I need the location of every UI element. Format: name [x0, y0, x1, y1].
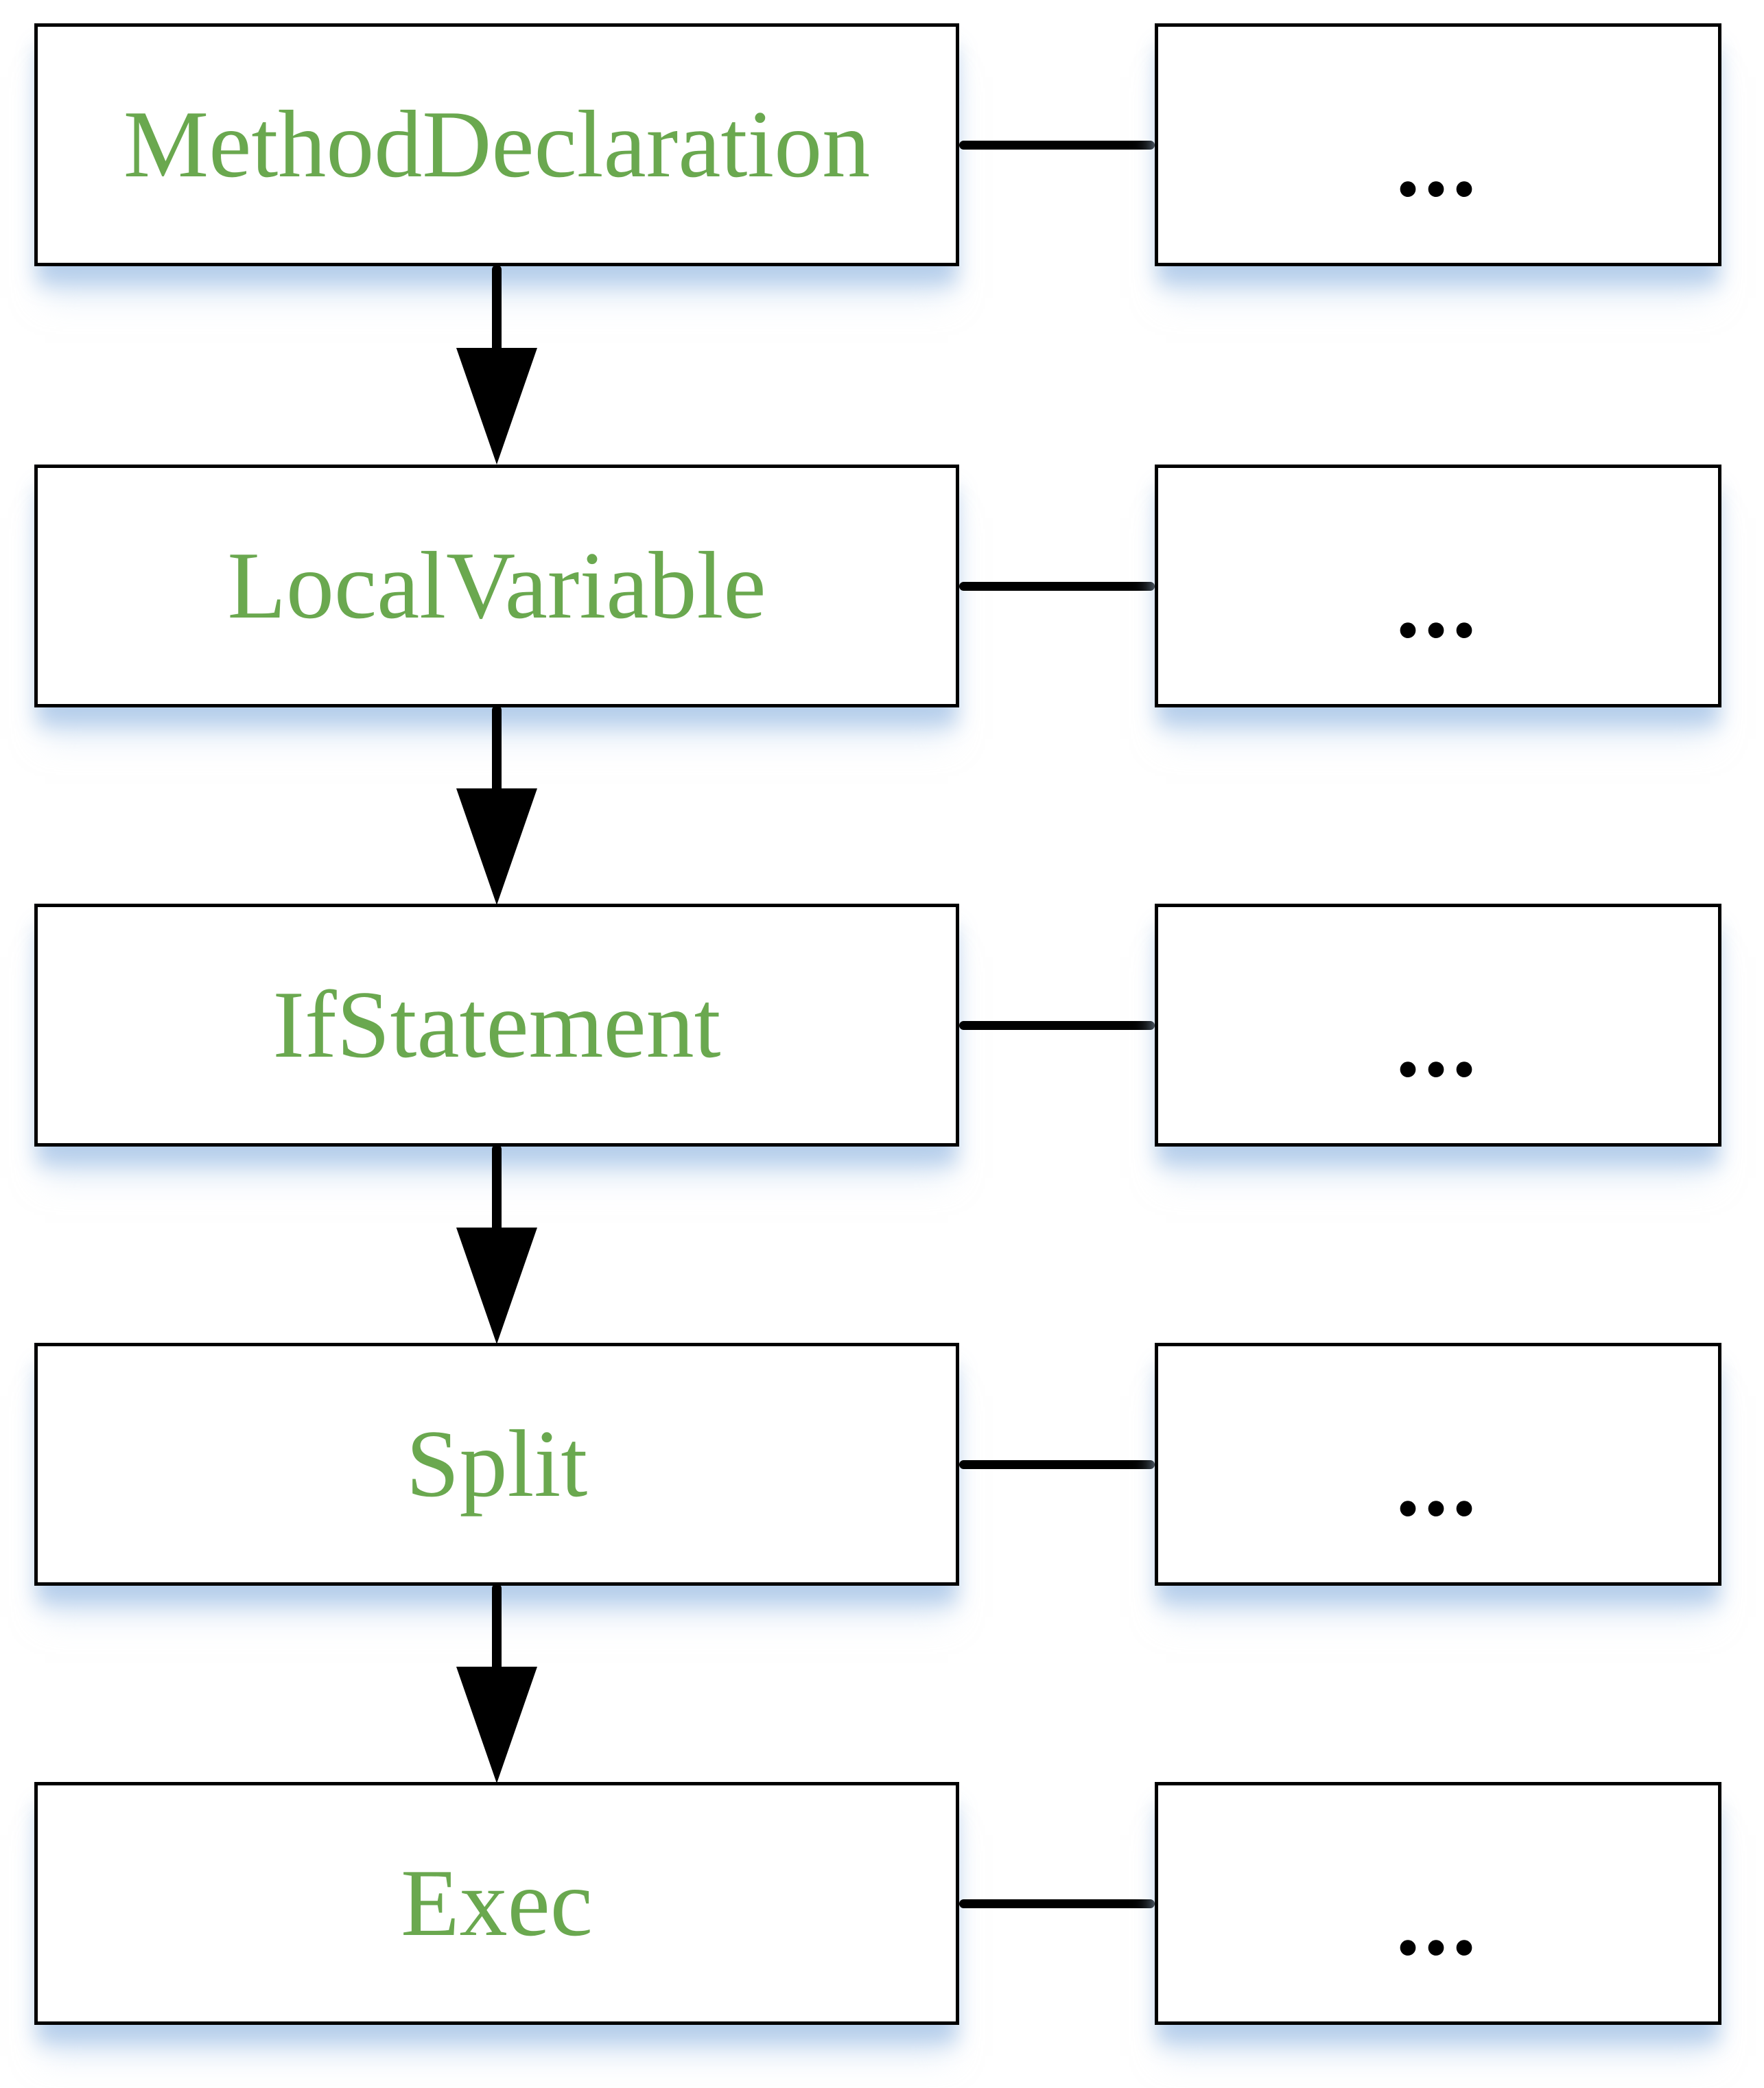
node-localvariable: LocalVariable: [34, 465, 959, 707]
connector-line: [959, 1460, 1155, 1469]
arrow-stem: [492, 265, 502, 348]
side-node-split: ...: [1155, 1343, 1721, 1586]
arrow-head-icon: [456, 1667, 537, 1783]
connector-line: [959, 141, 1155, 150]
ellipsis-label: ...: [1396, 1430, 1481, 1536]
node-label: IfStatement: [272, 972, 721, 1078]
diagram-row: LocalVariable ...: [0, 465, 1764, 707]
arrow-head-icon: [456, 788, 537, 905]
down-arrow: [456, 1145, 537, 1344]
down-arrow: [456, 265, 537, 465]
arrow-stem: [492, 1145, 502, 1228]
diagram-row: Exec ...: [0, 1782, 1764, 2025]
ellipsis-label: ...: [1396, 1869, 1481, 1975]
side-node-localvariable: ...: [1155, 465, 1721, 707]
side-node-ifstatement: ...: [1155, 904, 1721, 1147]
diagram-row: IfStatement ...: [0, 904, 1764, 1147]
node-split: Split: [34, 1343, 959, 1586]
node-label: Exec: [401, 1850, 593, 1956]
node-label: Split: [405, 1411, 588, 1517]
arrow-stem: [492, 705, 502, 788]
down-arrow: [456, 705, 537, 905]
connector-line: [959, 582, 1155, 591]
connector-line: [959, 1021, 1155, 1030]
side-node-exec: ...: [1155, 1782, 1721, 2025]
arrow-head-icon: [456, 1228, 537, 1344]
connector-line: [959, 1899, 1155, 1908]
node-ifstatement: IfStatement: [34, 904, 959, 1147]
arrow-head-icon: [456, 348, 537, 465]
node-label: LocalVariable: [227, 532, 766, 639]
ellipsis-label: ...: [1396, 110, 1481, 217]
side-node-methoddeclaration: ...: [1155, 23, 1721, 266]
ellipsis-label: ...: [1396, 991, 1481, 1097]
node-methoddeclaration: MethodDeclaration: [34, 23, 959, 266]
ellipsis-label: ...: [1396, 552, 1481, 658]
diagram-row: MethodDeclaration ...: [0, 23, 1764, 266]
down-arrow: [456, 1584, 537, 1783]
node-label: MethodDeclaration: [123, 91, 871, 198]
diagram-row: Split ...: [0, 1343, 1764, 1586]
arrow-stem: [492, 1584, 502, 1667]
node-exec: Exec: [34, 1782, 959, 2025]
